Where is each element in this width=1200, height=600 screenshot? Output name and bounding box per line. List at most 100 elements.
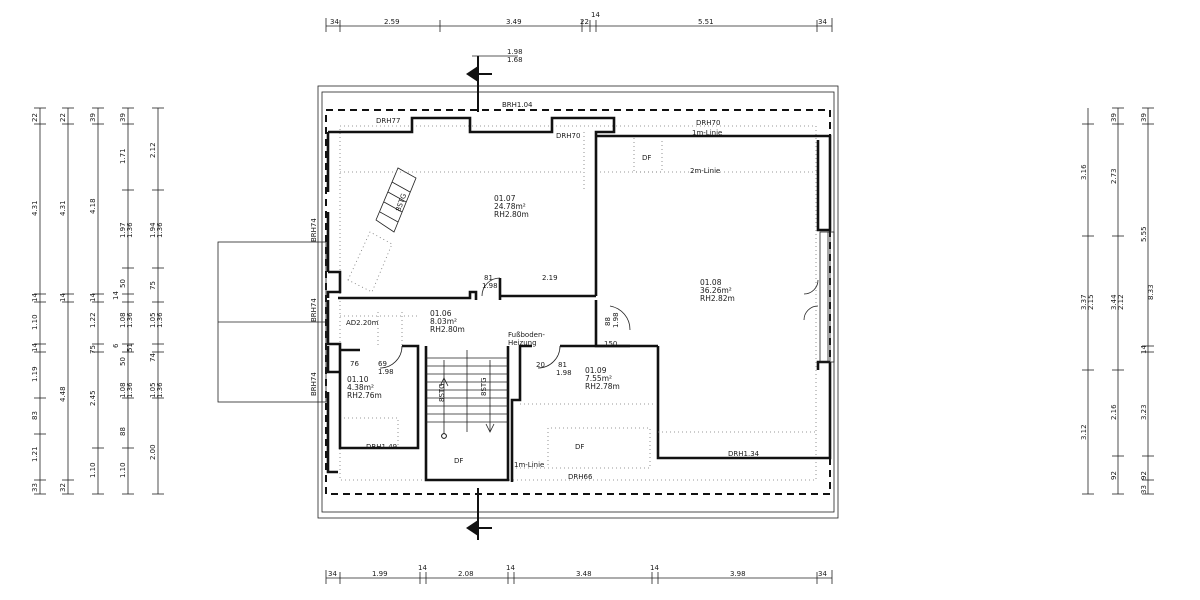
dim-bottom-2: 1.99 [372,570,388,578]
dim-bottom-1: 34 [328,570,337,578]
dim-l3-7: 1.10 [89,462,97,478]
dim-l3-2: 4.18 [89,198,97,214]
dim-l3-3: 14 [89,293,97,302]
room-0108: 01.08 36.26m² RH2.82m [700,278,735,303]
room-0110-area: 4.38m² [347,383,374,392]
dim-l4-2: 1.71 [119,148,127,164]
label-drh66: DRH66 [568,473,593,481]
label-door-198-b: 1.98 [556,369,572,377]
dim-l4-8: 1.36 [126,312,134,328]
dim-l5-9: 1.36 [156,382,164,398]
label-door-198-d: 1.98 [612,312,620,328]
room-0106-number: 01.06 [430,309,452,318]
label-drh77: DRH77 [376,117,400,125]
dim-top-3: 3.49 [506,18,522,26]
dim-r1-3: 2.15 [1087,294,1095,310]
label-brh104: BRH1.04 [502,101,533,109]
dim-l5-8: 1.05 [149,382,157,398]
dim-r3-4: 14 [1140,345,1148,354]
dim-top-4: 22 [580,18,589,26]
label-dim-20: 20 [536,361,545,369]
dim-l4-13: 1.36 [126,382,134,398]
label-df-stair: DF [454,457,463,465]
label-drh70-right: DRH70 [696,119,720,127]
dim-l1-2: 4.31 [31,200,39,216]
dim-l5-10: 2.00 [149,444,157,460]
room-0107-height: RH2.80m [494,210,529,219]
dim-bottom-4: 2.08 [458,570,474,578]
room-0106-area: 8.03m² [430,317,457,326]
dim-bottom-9: 34 [818,570,827,578]
dim-top-5: 14 [591,11,600,19]
walls [326,116,832,482]
dim-l3-6: 2.45 [89,390,97,406]
dim-r3-7: 33 [1140,485,1148,494]
section-marker-bottom [466,488,492,540]
room-0109: 01.09 7.55m² RH2.78m [585,366,620,391]
label-1m-line-bottom: 1m-Linie [514,461,544,469]
dim-r2-1: 39 [1110,113,1118,122]
dim-l1-8: 1.21 [31,446,39,462]
dim-r2-3: 3.44 [1110,294,1118,310]
label-brh74-1: BRH74 [310,218,318,242]
room-0109-number: 01.09 [585,366,607,375]
dim-l4-1: 39 [119,113,127,122]
dim-l5-3: 1.36 [156,222,164,238]
dim-l2-1: 22 [59,113,67,122]
dim-l1-5: 14 [31,343,39,352]
dim-l5-7: 74 [149,353,157,362]
label-drh134: DRH1.34 [728,450,760,458]
dim-l4-6: 14 [112,291,120,300]
room-0106: 01.06 8.03m² RH2.80m [430,309,465,334]
label-door-76: 76 [350,360,359,368]
dim-l5-4: 75 [149,281,157,290]
dim-l4-9: 6 [112,343,120,348]
dim-l5-5: 1.05 [149,312,157,328]
label-floor-heating-2: Heizung [508,339,537,347]
dim-l1-3: 14 [31,293,39,302]
label-df-top: DF [642,154,651,162]
label-floor-heating-1: Fußboden- [508,331,545,339]
dim-l4-15: 1.10 [119,462,127,478]
dim-l1-4: 1.10 [31,314,39,330]
dim-l2-5: 32 [59,483,67,492]
label-brh74-3: BRH74 [310,372,318,396]
right-dimension-columns: 3.16 3.37 2.15 3.12 39 2.73 3.44 2.12 2.… [1080,107,1155,495]
left-dimension-columns: 22 4.31 14 1.10 14 1.19 83 1.21 33 22 4.… [31,107,164,495]
dim-l1-6: 1.19 [31,366,39,382]
dim-l4-14: 88 [119,427,127,436]
dim-top-2: 2.59 [384,18,400,26]
room-0109-height: RH2.78m [585,382,620,391]
dim-r2-2: 2.73 [1110,168,1118,184]
dim-l2-3: 14 [59,293,67,302]
dim-bottom-6: 3.48 [576,570,592,578]
dim-top-1: 34 [330,18,339,26]
label-stair-b: 8STG [480,377,488,396]
dim-bottom-3: 14 [418,564,427,572]
door-dim-top-1: 1.98 [507,48,523,56]
label-drh70-left: DRH70 [556,132,580,140]
door-dim-top-2: 1.68 [507,56,523,64]
door-swings [379,231,835,369]
dim-l3-4: 1.22 [89,312,97,328]
plan-labels: BRH1.04 DRH77 DRH70 DRH70 1m-Linie DF 2m… [310,101,760,481]
label-door-81-b: 81 [558,361,567,369]
dim-l1-1: 22 [31,113,39,122]
bottom-dimension-chain: 34 1.99 14 2.08 14 3.48 14 3.98 34 [325,564,833,584]
dim-l4-7: 1.08 [119,312,127,328]
section-marker-top: 1.98 1.68 [466,48,523,112]
dim-r3-2: 5.55 [1140,226,1148,242]
dim-r3-5: 3.23 [1140,404,1148,420]
dim-l5-2: 1.94 [149,222,157,238]
label-door-88: 88 [604,317,612,326]
room-0108-height: RH2.82m [700,294,735,303]
balcony [217,241,327,403]
label-stair-a: 8STG [438,383,446,402]
dim-l4-12: 1.08 [119,382,127,398]
room-0109-area: 7.55m² [585,374,612,383]
dim-r1-4: 3.12 [1080,424,1088,440]
dim-l5-1: 2.12 [149,142,157,158]
dim-r2-5: 2.16 [1110,404,1118,420]
room-0108-number: 01.08 [700,278,722,287]
